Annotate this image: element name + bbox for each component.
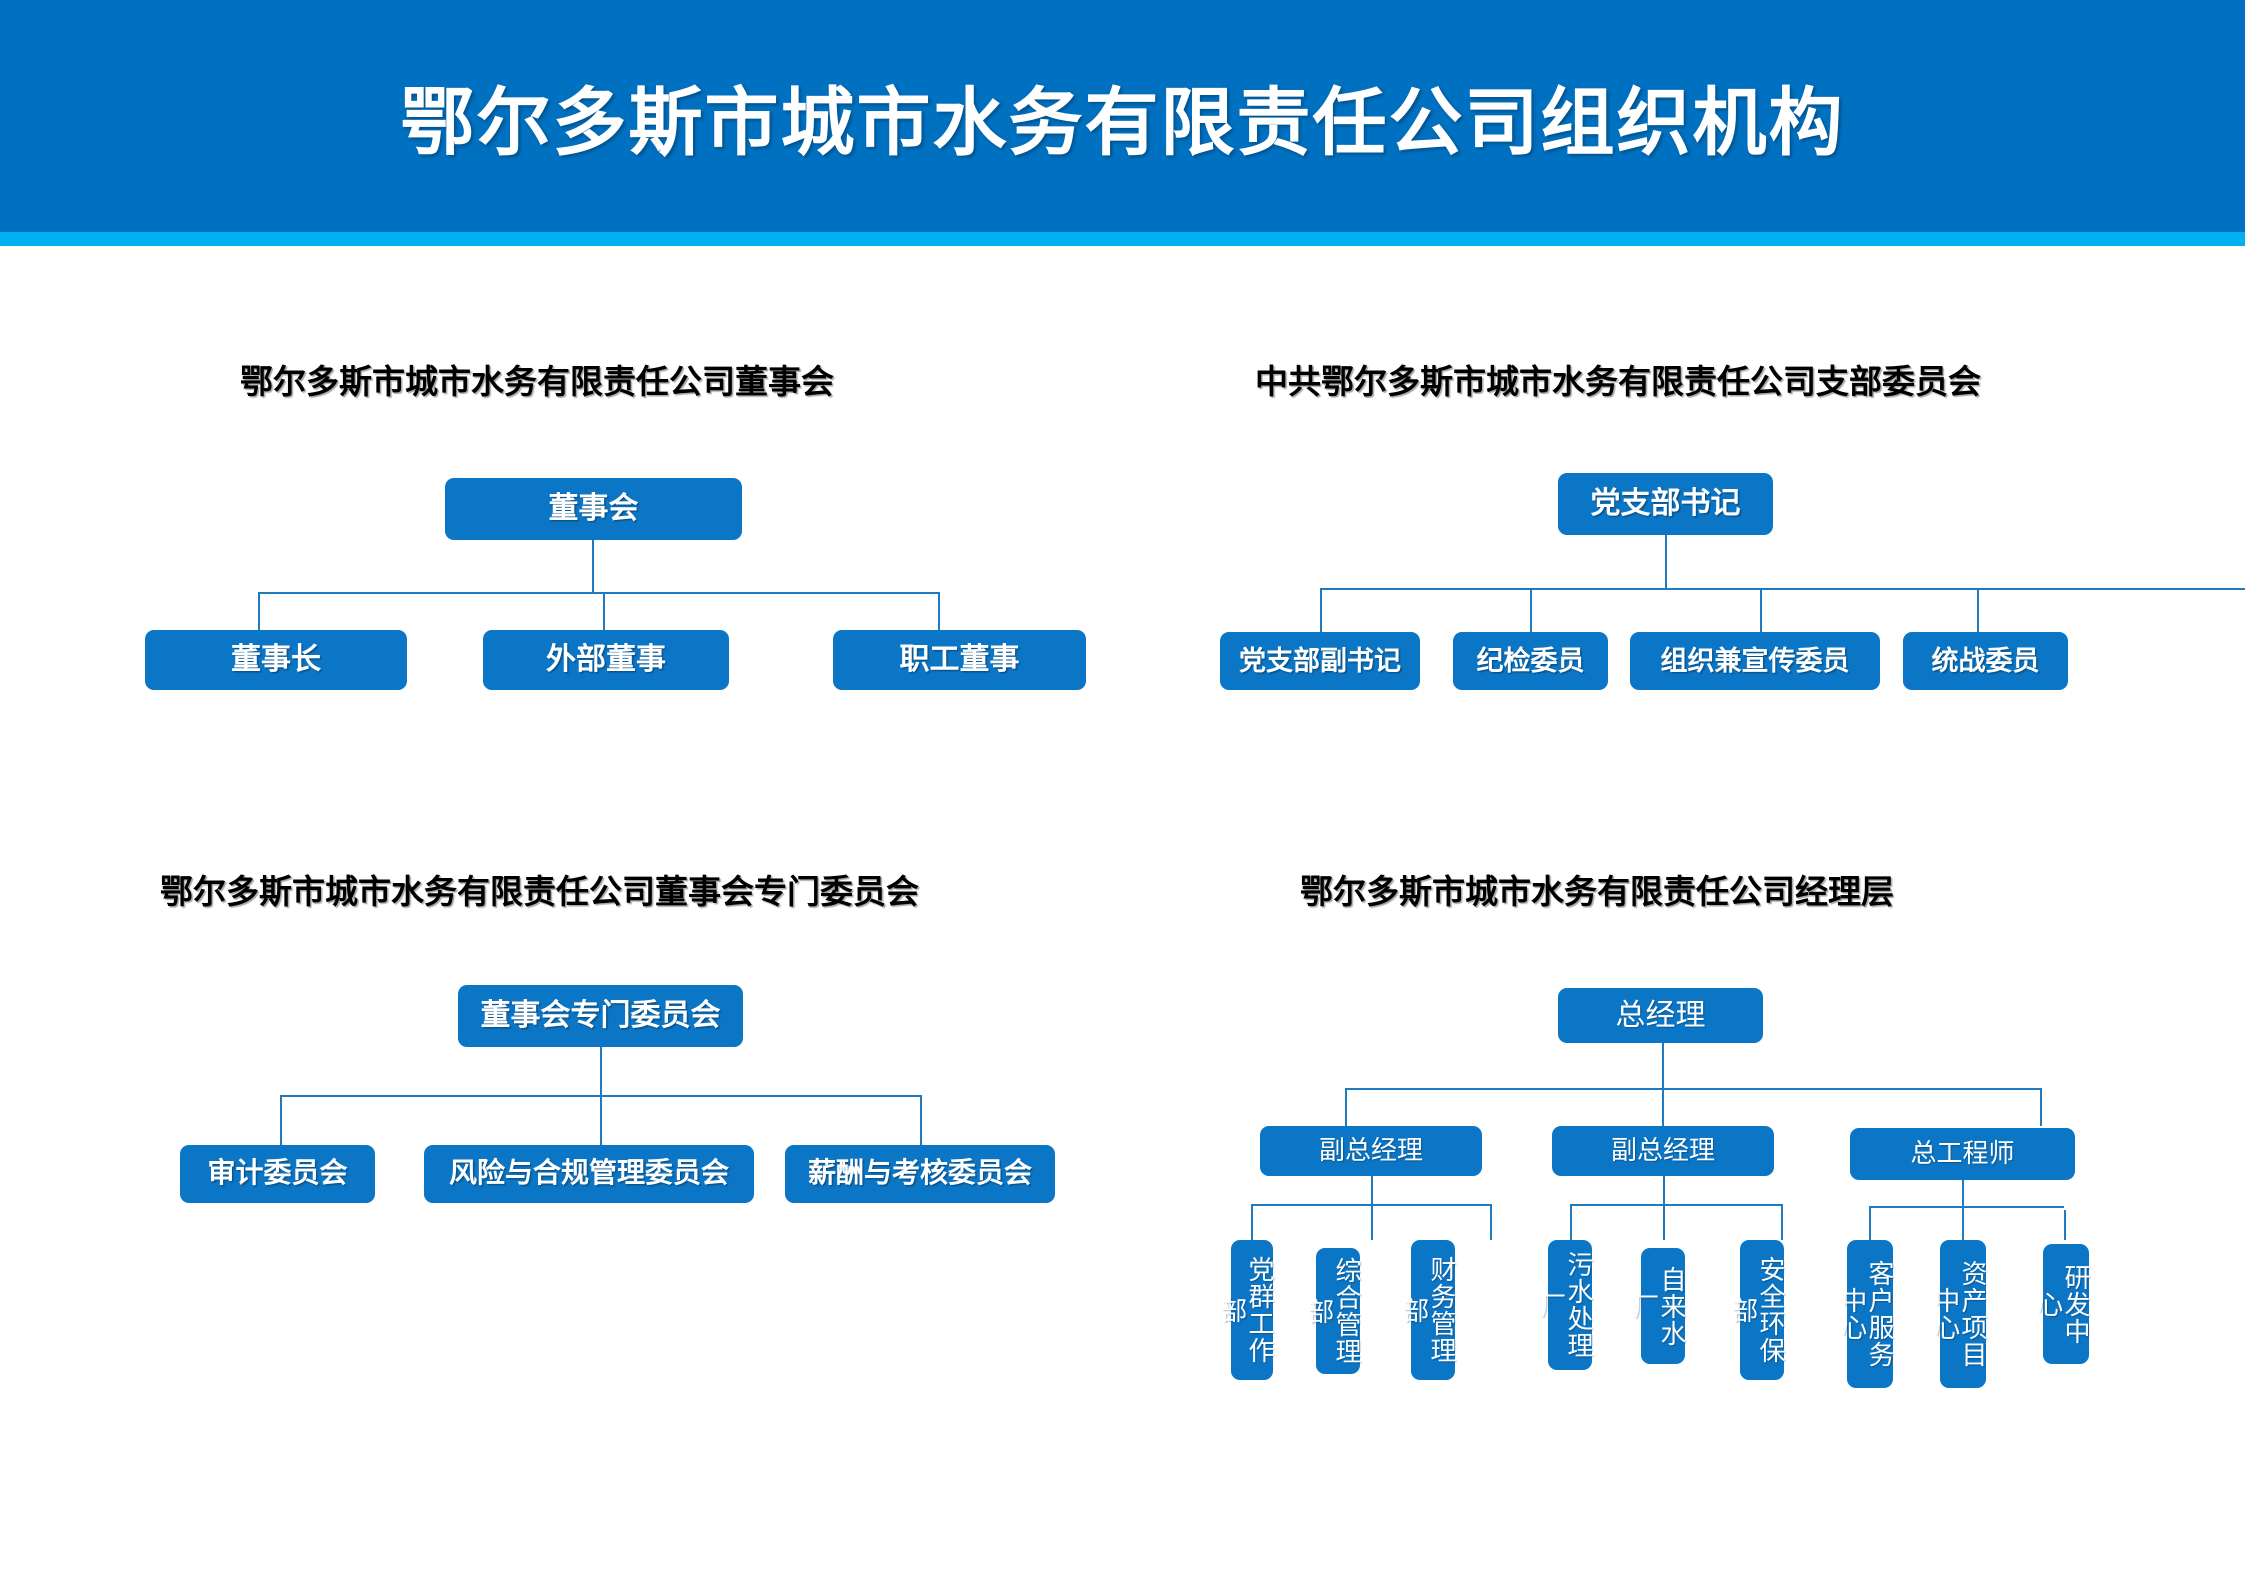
connector-board-child-0: [258, 592, 260, 630]
connector-mgmt-branch-0: [1345, 1088, 1347, 1126]
node-asset-project-center[interactable]: 资产项目中心: [1931, 1240, 1988, 1388]
node-board-chairman[interactable]: 董事长: [145, 630, 407, 690]
header-accent-strip: [0, 232, 2245, 246]
connector-branch-a-stem: [1371, 1176, 1373, 1204]
connector-branch-b-child-2: [1781, 1204, 1783, 1240]
connector-branch-c-child-1: [1962, 1206, 1964, 1240]
node-wastewater-treatment-plant[interactable]: 污水处理厂: [1537, 1240, 1594, 1370]
connector-party-child-1: [1530, 588, 1532, 632]
node-risk-compliance-committee[interactable]: 风险与合规管理委员会: [424, 1145, 754, 1203]
node-deputy-general-manager-1[interactable]: 副总经理: [1260, 1126, 1482, 1176]
connector-branch-c-child-2: [2064, 1210, 2066, 1240]
node-party-deputy-secretary[interactable]: 党支部副书记: [1220, 632, 1420, 690]
node-customer-service-center[interactable]: 客户服务中心: [1838, 1240, 1895, 1388]
connector-board-child-1: [603, 592, 605, 630]
node-board-employee-director[interactable]: 职工董事: [833, 630, 1086, 690]
connector-party-child-0: [1320, 588, 1322, 632]
node-organization-publicity-member[interactable]: 组织兼宣传委员: [1630, 632, 1880, 690]
connector-committees-child-1: [600, 1095, 602, 1145]
connector-committees-child-2: [920, 1095, 922, 1145]
connector-mgmt-stem: [1662, 1043, 1664, 1088]
connector-party-stem: [1665, 535, 1667, 588]
node-general-management-dept[interactable]: 综合管理部: [1305, 1248, 1362, 1374]
page-title: 鄂尔多斯市城市水务有限责任公司组织机构: [400, 82, 1845, 165]
node-rd-center[interactable]: 研发中心: [2034, 1244, 2091, 1364]
node-board[interactable]: 董事会: [445, 478, 742, 540]
node-discipline-inspection-member[interactable]: 纪检委员: [1453, 632, 1608, 690]
node-finance-management-dept[interactable]: 财务管理部: [1400, 1240, 1457, 1380]
connector-mgmt-branch-2: [2040, 1088, 2042, 1126]
connector-branch-c-bus: [1869, 1206, 2064, 1208]
connector-party-bus: [1320, 588, 2245, 590]
node-united-front-member[interactable]: 统战委员: [1903, 632, 2068, 690]
connector-mgmt-branch-1: [1662, 1088, 1664, 1126]
connector-branch-a-child-1: [1371, 1204, 1373, 1240]
node-party-mass-work-dept[interactable]: 党群工作部: [1218, 1240, 1275, 1380]
header-banner: [0, 0, 2245, 232]
connector-party-child-2: [1760, 588, 1762, 632]
connector-branch-c-stem: [1962, 1180, 1964, 1206]
connector-branch-a-child-2: [1490, 1204, 1492, 1240]
section-party-branch-title: 中共鄂尔多斯市城市水务有限责任公司支部委员会: [1255, 365, 1981, 401]
connector-party-child-3: [1977, 588, 1979, 632]
connector-branch-b-child-0: [1570, 1204, 1572, 1240]
section-management-title: 鄂尔多斯市城市水务有限责任公司经理层: [1300, 875, 1894, 911]
node-remuneration-appraisal-committee[interactable]: 薪酬与考核委员会: [785, 1145, 1055, 1203]
connector-board-stem: [592, 540, 594, 592]
section-board-title: 鄂尔多斯市城市水务有限责任公司董事会: [240, 365, 834, 401]
connector-board-child-2: [938, 592, 940, 630]
node-board-committees[interactable]: 董事会专门委员会: [458, 985, 743, 1047]
connector-committees-child-0: [280, 1095, 282, 1145]
connector-committees-stem: [600, 1047, 602, 1095]
node-general-manager[interactable]: 总经理: [1558, 988, 1763, 1043]
connector-board-bus: [258, 592, 938, 594]
connector-branch-c-child-0: [1869, 1206, 1871, 1240]
connector-branch-b-child-1: [1663, 1204, 1665, 1240]
node-party-secretary[interactable]: 党支部书记: [1558, 473, 1773, 535]
connector-branch-a-child-0: [1251, 1204, 1253, 1240]
connector-mgmt-bus: [1345, 1088, 2040, 1090]
connector-branch-b-bus: [1570, 1204, 1782, 1206]
node-deputy-general-manager-2[interactable]: 副总经理: [1552, 1126, 1774, 1176]
section-board-committees-title: 鄂尔多斯市城市水务有限责任公司董事会专门委员会: [160, 875, 919, 911]
node-board-external-director[interactable]: 外部董事: [483, 630, 729, 690]
node-water-supply-plant[interactable]: 自来水厂: [1630, 1248, 1687, 1364]
connector-branch-b-stem: [1663, 1176, 1665, 1204]
node-safety-environment-dept[interactable]: 安全环保部: [1729, 1240, 1786, 1380]
node-chief-engineer[interactable]: 总工程师: [1850, 1128, 2075, 1180]
node-audit-committee[interactable]: 审计委员会: [180, 1145, 375, 1203]
